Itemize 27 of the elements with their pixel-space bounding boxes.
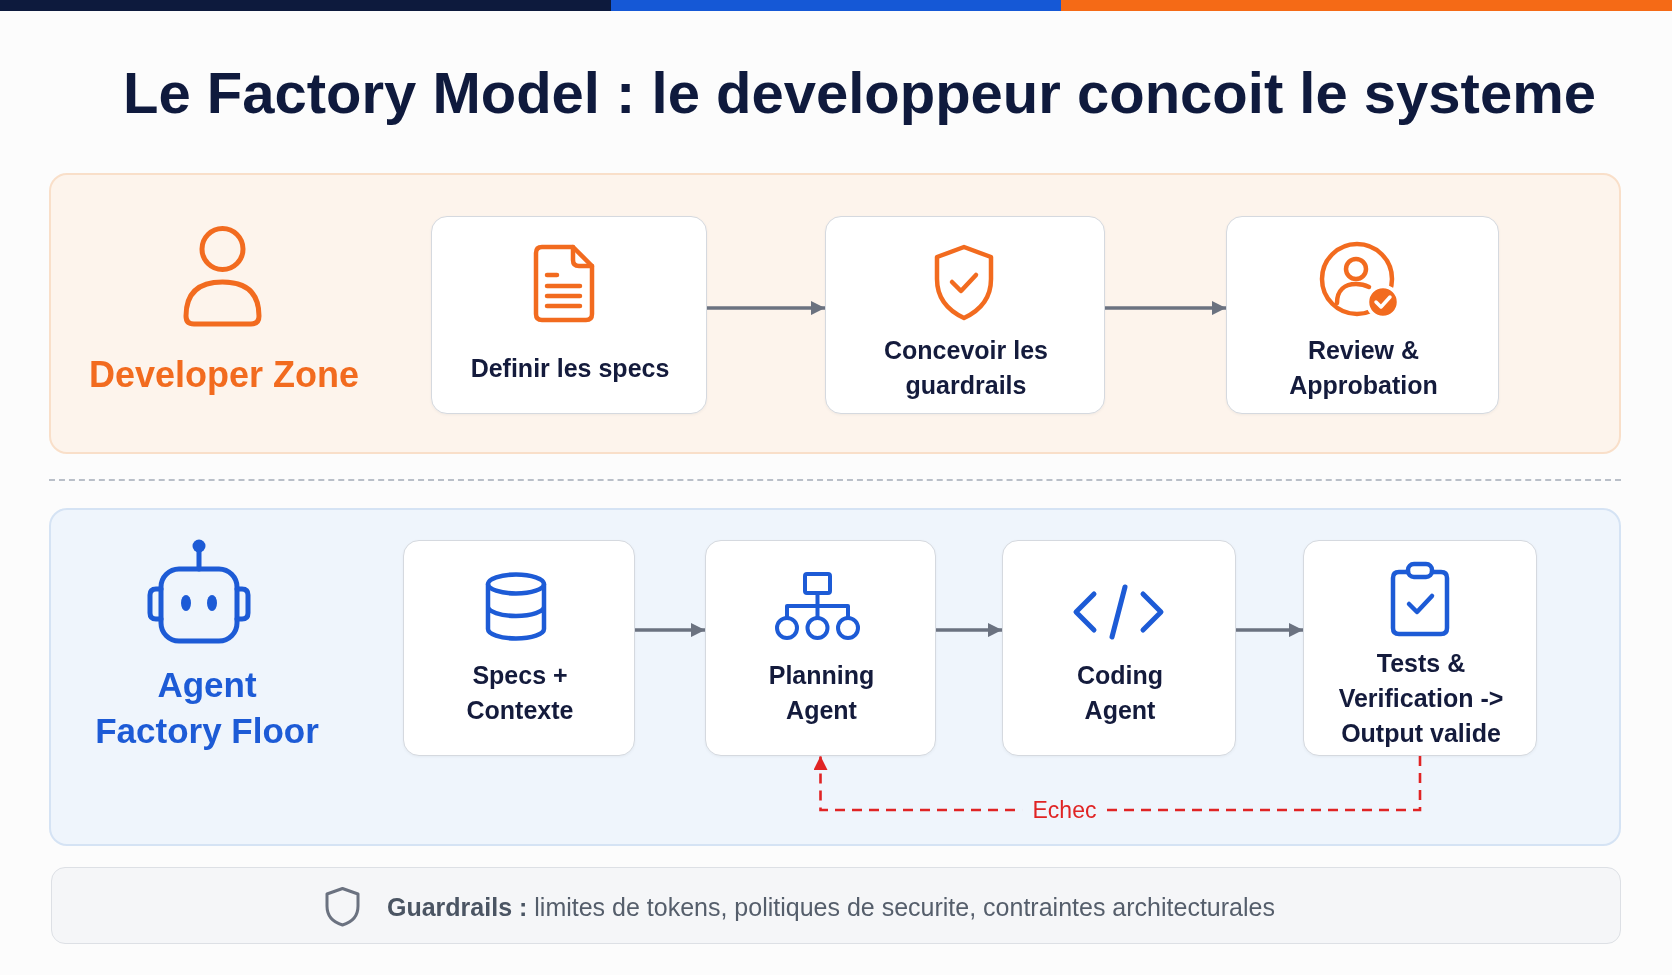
page-title: Le Factory Model : le developpeur concoit le systeme bbox=[123, 59, 1596, 127]
dashed-arrow bbox=[813, 756, 1422, 812]
step-label: Definir les specs bbox=[469, 352, 671, 384]
process-box bbox=[705, 540, 936, 756]
info-bar bbox=[51, 867, 1621, 944]
arrow bbox=[936, 623, 1002, 638]
arrow bbox=[1236, 623, 1303, 638]
process-box bbox=[1226, 216, 1499, 414]
zone-heading: Agent Factory Floor bbox=[94, 664, 320, 752]
zone-heading: Developer Zone bbox=[87, 353, 361, 397]
zone-panel bbox=[49, 508, 1621, 846]
process-box bbox=[431, 216, 707, 414]
step-label: Review & Approbation bbox=[1288, 335, 1439, 401]
process-box bbox=[403, 540, 635, 756]
arrow bbox=[707, 301, 825, 316]
step-label: Coding Agent bbox=[1075, 660, 1165, 726]
step-label: Concevoir les guardrails bbox=[883, 335, 1049, 401]
process-box bbox=[1002, 540, 1236, 756]
arrow bbox=[635, 623, 705, 638]
note-text: Guardrails : limites de tokens, politiques de securite, contraintes architecturales bbox=[387, 891, 1275, 923]
zone-panel bbox=[49, 173, 1621, 454]
arrow bbox=[1105, 301, 1226, 316]
step-label: Tests & Verification -> Output valide bbox=[1337, 647, 1505, 749]
process-box bbox=[825, 216, 1105, 414]
step-label: Specs + Contexte bbox=[465, 660, 575, 726]
step-label: Planning Agent bbox=[767, 660, 876, 726]
process-box bbox=[1303, 540, 1537, 756]
